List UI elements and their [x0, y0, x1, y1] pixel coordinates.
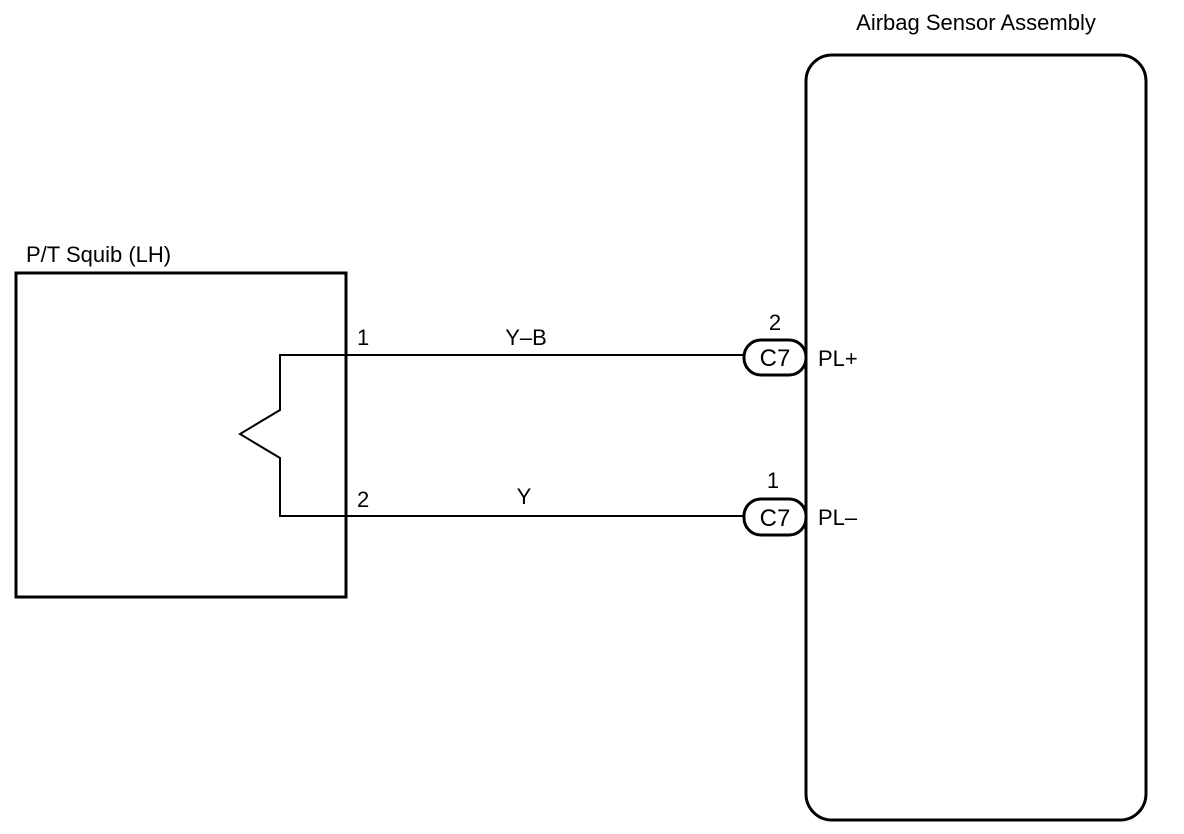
squib-pin-1: 1: [357, 325, 369, 350]
squib-element-symbol: [238, 354, 346, 517]
sensor-box: [804, 53, 1148, 822]
connector-pin-2: 2: [769, 310, 781, 335]
terminal-pl-plus: PL+: [818, 346, 858, 371]
squib-title: P/T Squib (LH): [26, 242, 171, 267]
connector-c7-upper-label: C7: [760, 345, 791, 372]
connector-c7-upper: [742, 338, 808, 377]
connector-c7-lower: [742, 497, 808, 537]
squib-box: [14, 271, 348, 599]
terminal-pl-minus: PL–: [818, 505, 858, 530]
sensor-title: Airbag Sensor Assembly: [856, 10, 1096, 35]
connector-c7-lower-label: C7: [760, 505, 791, 532]
squib-pin-2: 2: [357, 487, 369, 512]
wire-color-y: Y: [517, 484, 532, 509]
wire-color-y-b: Y–B: [505, 325, 547, 350]
connector-pin-1: 1: [767, 468, 779, 493]
